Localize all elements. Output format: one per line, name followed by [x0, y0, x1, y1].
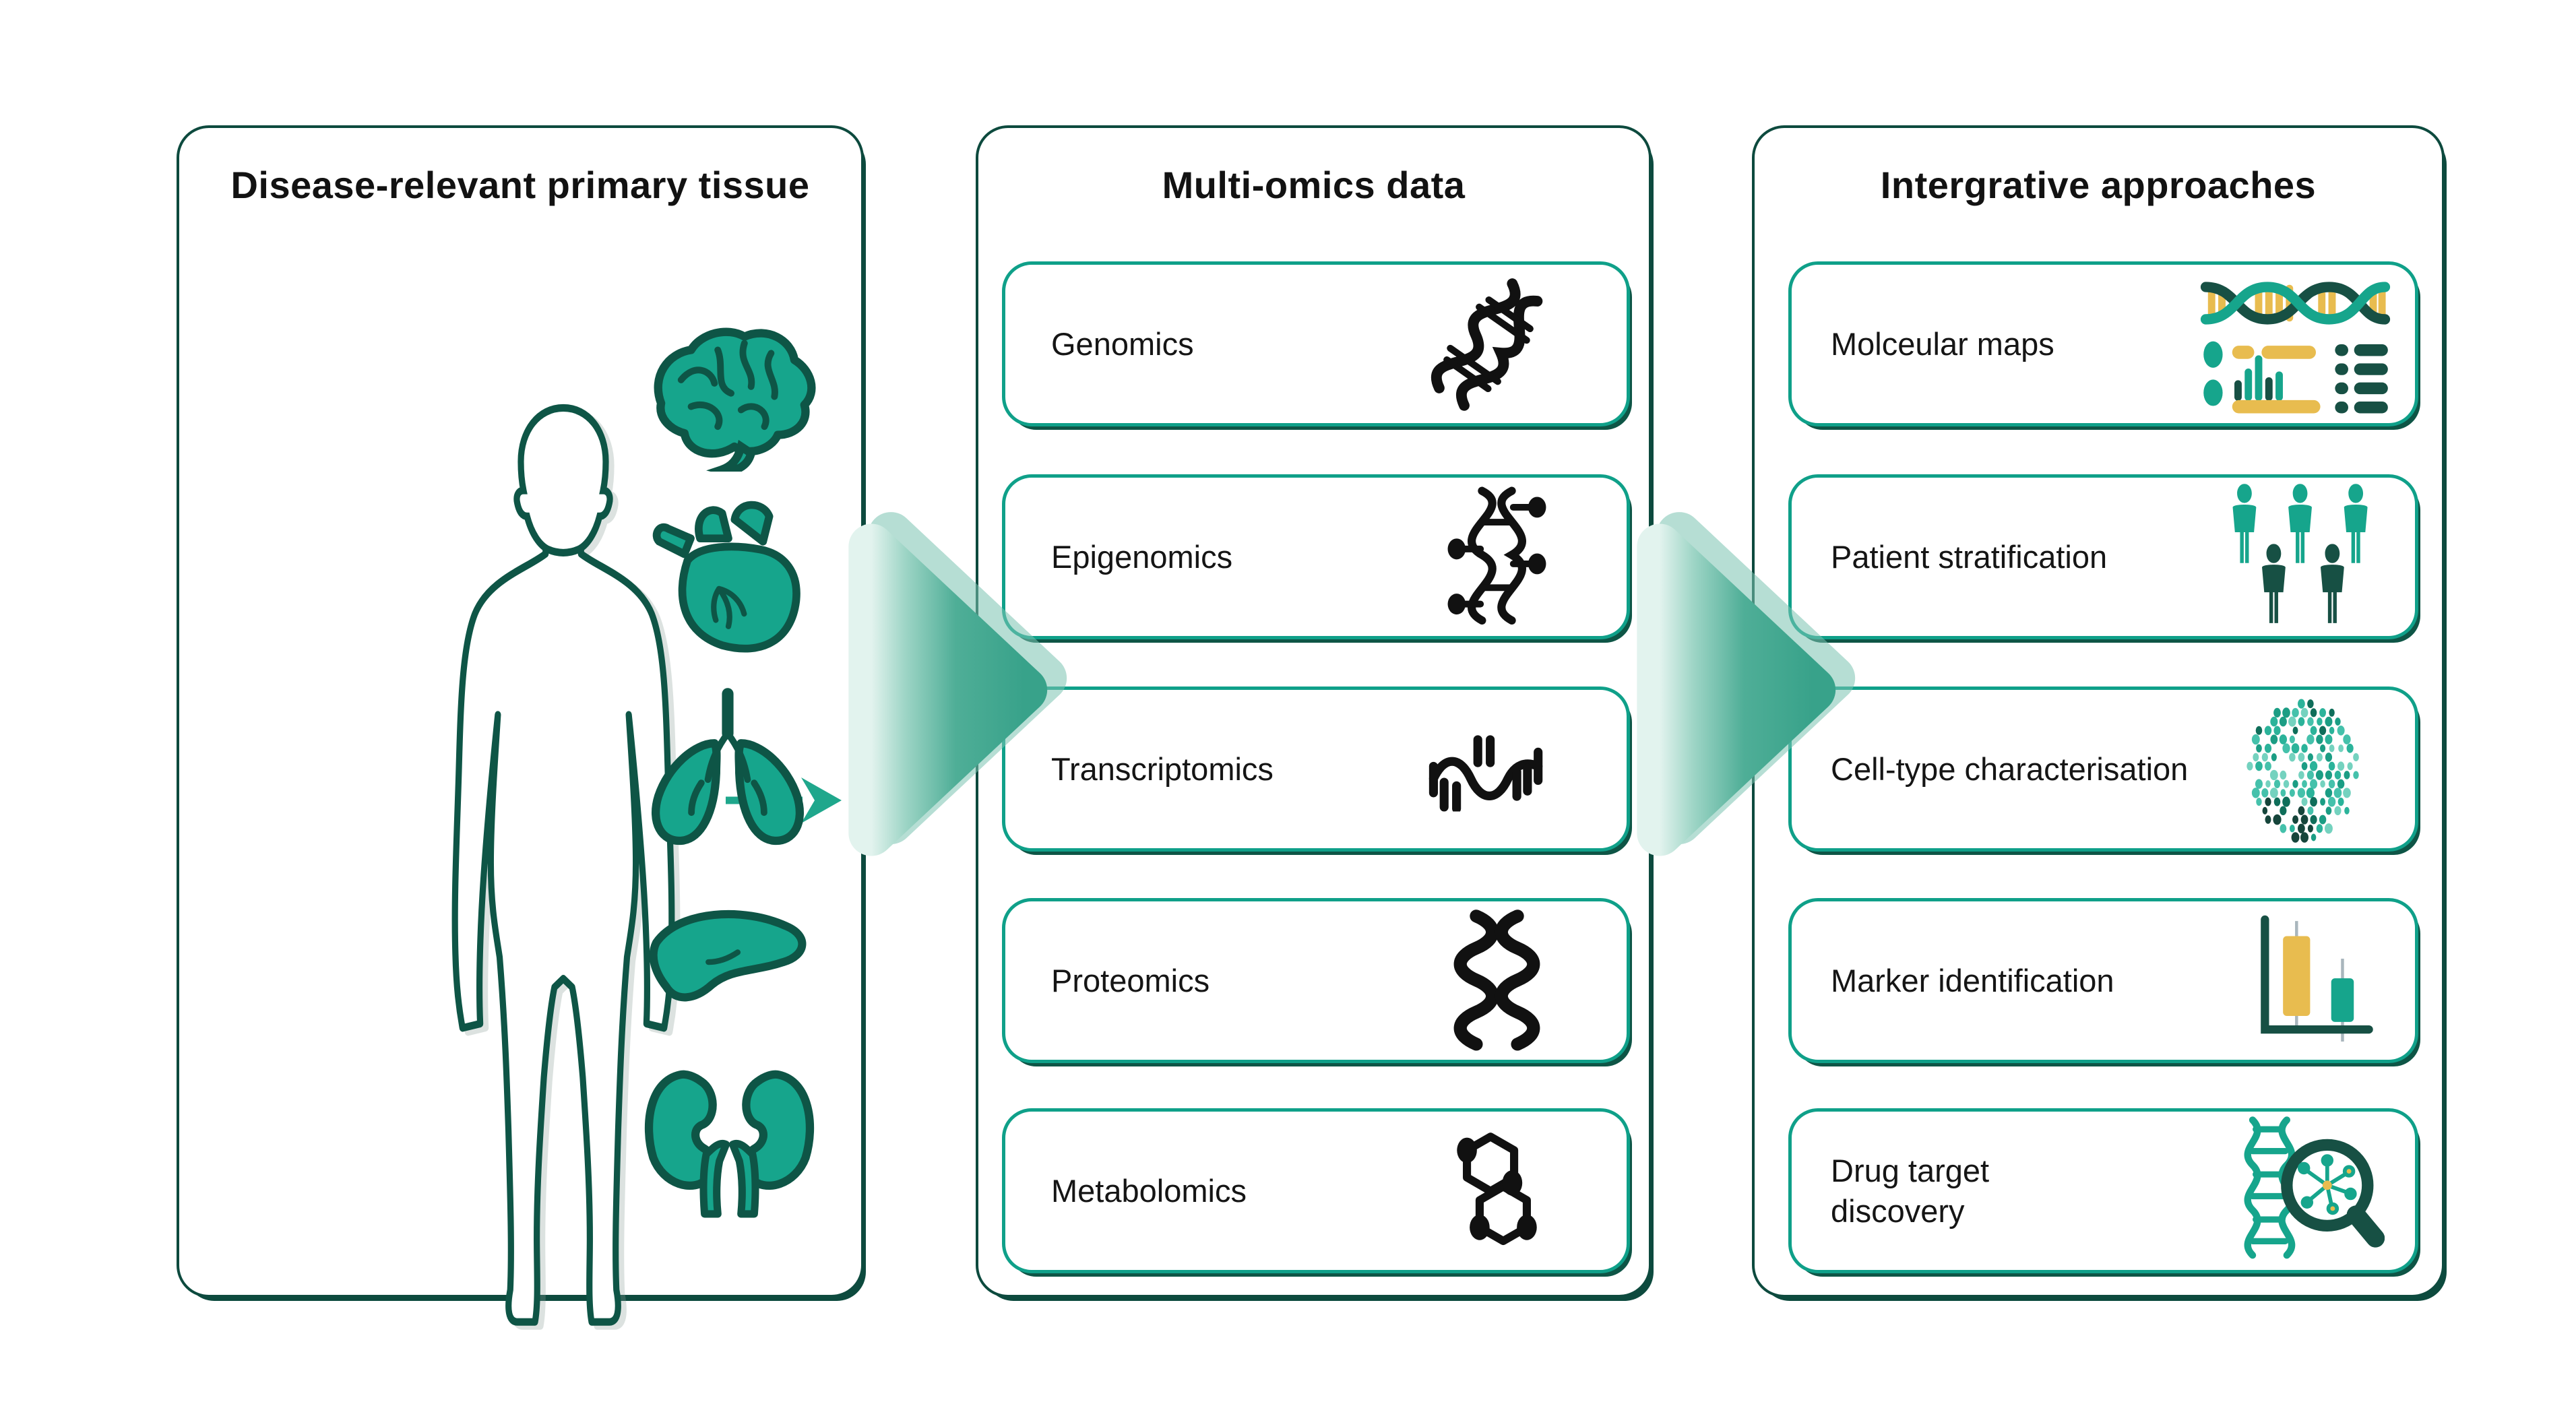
omics-row-label: Epigenomics: [1051, 538, 1233, 575]
flow-arrow-icon: [848, 512, 1067, 856]
marker-plot-icon: [2261, 915, 2373, 1042]
liver-icon: [649, 910, 807, 1002]
approach-row-label: Molceular maps: [1831, 325, 2054, 362]
dna-helix-icon: [1431, 278, 1543, 411]
human-body-outline: [451, 404, 675, 1326]
omics-row-label: Proteomics: [1051, 962, 1210, 998]
omics-row-label: Metabolomics: [1051, 1172, 1247, 1209]
approach-row-label: Cell-type characterisation: [1831, 751, 2189, 787]
flow-arrow-icon: [1637, 512, 1856, 856]
panel-disease-tissue: Disease-relevant primary tissue: [177, 125, 864, 1326]
omics-row-metabolomics: Metabolomics: [1002, 1108, 1630, 1273]
approach-row-patient-stratification: Patient stratification: [1788, 474, 2418, 639]
cell-cluster-icon: [2247, 699, 2359, 843]
kidneys-icon: [644, 1070, 815, 1218]
omics-row-label: Genomics: [1051, 325, 1194, 362]
omics-row-epigenomics: Epigenomics: [1002, 474, 1630, 639]
approach-row-marker-identification: Marker identification: [1788, 898, 2418, 1063]
brain-icon: [654, 327, 816, 472]
omics-row-genomics: Genomics: [1002, 261, 1630, 426]
omics-row-label: Transcriptomics: [1051, 751, 1274, 787]
panel-integrative-approaches: Intergrative approaches Molceular maps: [1752, 125, 2445, 1298]
approach-row-label: Drug target discovery: [1831, 1152, 1990, 1229]
approach-row-drug-target-discovery: Drug target discovery: [1788, 1108, 2418, 1273]
rna-strand-icon: [1428, 734, 1543, 811]
approach-row-cell-type-characterisation: Cell-type characterisation: [1788, 687, 2418, 852]
molecular-map-icon: [2200, 281, 2391, 413]
panel-multi-omics: Multi-omics data Genomics Epigenomics: [976, 125, 1652, 1298]
protein-helix-icon: [1453, 909, 1540, 1051]
heart-icon: [652, 501, 800, 653]
lungs-icon: [652, 688, 804, 845]
panel-tissue-title: Disease-relevant primary tissue: [230, 164, 810, 206]
methylated-dna-icon: [1447, 486, 1546, 625]
patient-group-icon: [2232, 483, 2368, 623]
drug-target-magnifier-icon: [2244, 1116, 2385, 1258]
metabolite-molecule-icon: [1457, 1132, 1537, 1245]
panel-approaches-title: Intergrative approaches: [1880, 164, 2317, 206]
approach-row-label: Marker identification: [1831, 962, 2114, 998]
omics-row-transcriptomics: Transcriptomics: [1002, 687, 1630, 852]
approach-row-molecular-maps: Molceular maps: [1788, 261, 2418, 426]
panel-omics-title: Multi-omics data: [1162, 164, 1466, 206]
approach-row-label: Patient stratification: [1831, 538, 2108, 575]
omics-row-proteomics: Proteomics: [1002, 898, 1630, 1063]
